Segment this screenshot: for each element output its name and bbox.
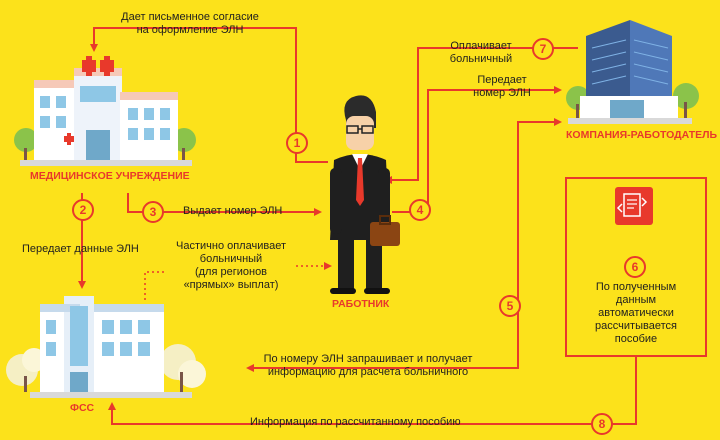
step-8-text: Информация по рассчитанному пособию xyxy=(250,416,461,428)
partial-line1: Частично оплачивает xyxy=(176,240,286,252)
medical-institution-title: МЕДИЦИНСКОЕ УЧРЕЖДЕНИЕ xyxy=(30,170,190,182)
step-5-badge: 5 xyxy=(499,295,521,317)
step-5-text: По номеру ЭЛН запрашивает и получает инф… xyxy=(248,353,488,379)
partial-line3: (для регионов xyxy=(194,266,268,278)
company-title: КОМПАНИЯ-РАБОТОДАТЕЛЬ xyxy=(566,129,718,141)
step-6-line3: автоматически xyxy=(598,307,674,319)
fss-title: ФСС xyxy=(70,402,95,414)
step-4-line1: Передает xyxy=(477,74,527,86)
step-5-line2: информацию для расчета больничного xyxy=(267,366,469,378)
step-6-box: По полученным данным автоматически рассч… xyxy=(565,177,707,357)
step-1-line2: на оформление ЭЛН xyxy=(136,24,244,36)
step-1-badge: 1 xyxy=(286,132,308,154)
step-6-badge: 6 xyxy=(624,256,646,278)
step-4-text: Передает номер ЭЛН xyxy=(462,74,542,100)
worker-title: РАБОТНИК xyxy=(332,298,390,310)
partial-line4: «прямых» выплат) xyxy=(183,279,279,291)
step-3-badge: 3 xyxy=(142,201,164,223)
step-6-line2: данным xyxy=(615,294,657,306)
partial-line2: больничный xyxy=(199,253,263,265)
step-7-line2: больничный xyxy=(449,53,513,65)
step-2-badge: 2 xyxy=(72,199,94,221)
step-7-text: Оплачивает больничный xyxy=(436,40,526,66)
step-6-line4: рассчитывается xyxy=(595,320,677,332)
step-4-line2: номер ЭЛН xyxy=(473,87,531,99)
partial-payment-text: Частично оплачивает больничный (для реги… xyxy=(166,240,296,292)
step-6-line5: пособие xyxy=(614,333,658,345)
step-7-badge: 7 xyxy=(532,38,554,60)
step-5-line1: По номеру ЭЛН запрашивает и получает xyxy=(263,353,473,365)
step-7-line1: Оплачивает xyxy=(450,40,512,52)
step-6-line1: По полученным xyxy=(595,281,677,293)
step-1-line1: Дает письменное согласие xyxy=(121,11,259,23)
step-6-text: По полученным данным автоматически рассч… xyxy=(567,281,705,346)
step-8-badge: 8 xyxy=(591,413,613,435)
step-2-text: Передает данные ЭЛН xyxy=(22,243,139,255)
step-1-text: Дает письменное согласие на оформление Э… xyxy=(100,11,280,37)
step-4-badge: 4 xyxy=(409,199,431,221)
step-3-text: Выдает номер ЭЛН xyxy=(183,205,283,217)
